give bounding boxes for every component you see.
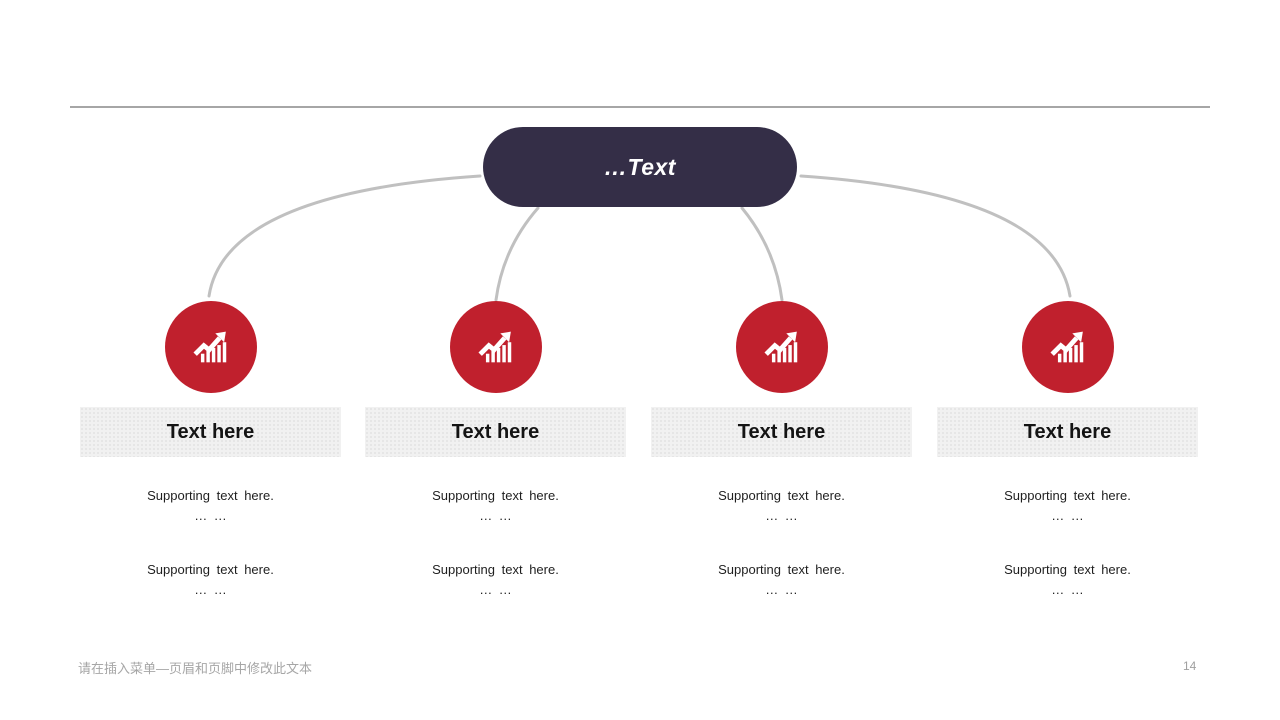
root-node-label: …Text bbox=[604, 153, 676, 180]
supporting-text-line: Supporting text here. bbox=[147, 562, 274, 577]
branch-title-box: Text here bbox=[937, 407, 1198, 457]
ellipsis-line: … … bbox=[194, 582, 227, 597]
ellipsis-line: … … bbox=[479, 582, 512, 597]
supporting-text-line: Supporting text here. bbox=[1004, 488, 1131, 503]
branch-title-box: Text here bbox=[80, 407, 341, 457]
branch-title: Text here bbox=[1023, 420, 1112, 443]
branch-column-4: Text here Supporting text here. … … Supp… bbox=[937, 301, 1198, 600]
trending-up-chart-icon bbox=[763, 331, 797, 363]
branch-title-box: Text here bbox=[651, 407, 912, 457]
branch-column-1: Text here Supporting text here. … … Supp… bbox=[80, 301, 341, 600]
ellipsis-line: … … bbox=[765, 582, 798, 597]
metric-node-4 bbox=[1021, 301, 1114, 393]
trending-up-chart-icon bbox=[192, 331, 226, 363]
supporting-text-block: Supporting text here. … … bbox=[937, 560, 1198, 600]
page-number: 14 bbox=[1183, 659, 1197, 673]
ellipsis-line: … … bbox=[479, 508, 512, 523]
connector-curve-2 bbox=[494, 206, 540, 302]
supporting-text-line: Supporting text here. bbox=[718, 562, 845, 577]
footer-text: 请在插入菜单—页眉和页脚中修改此文本 bbox=[78, 661, 313, 676]
ellipsis-line: … … bbox=[194, 508, 227, 523]
supporting-text-line: Supporting text here. bbox=[432, 488, 559, 503]
supporting-text-block: Supporting text here. … … bbox=[651, 560, 912, 600]
supporting-text-block: Supporting text here. … … bbox=[80, 486, 341, 526]
supporting-text-block: Supporting text here. … … bbox=[937, 486, 1198, 526]
ellipsis-line: … … bbox=[765, 508, 798, 523]
connector-curve-4 bbox=[799, 174, 1072, 298]
connector-curve-1 bbox=[207, 174, 482, 298]
supporting-text-block: Supporting text here. … … bbox=[365, 486, 626, 526]
connector-curve-3 bbox=[740, 206, 784, 302]
root-node: …Text bbox=[483, 127, 797, 207]
branch-title: Text here bbox=[737, 420, 826, 443]
supporting-text-line: Supporting text here. bbox=[718, 488, 845, 503]
ellipsis-line: … … bbox=[1051, 508, 1084, 523]
metric-node-1 bbox=[164, 301, 257, 393]
metric-node-3 bbox=[735, 301, 828, 393]
ellipsis-line: … … bbox=[1051, 582, 1084, 597]
trending-up-chart-icon bbox=[477, 331, 511, 363]
trending-up-chart-icon bbox=[1049, 331, 1083, 363]
supporting-text-line: Supporting text here. bbox=[432, 562, 559, 577]
branch-title: Text here bbox=[166, 420, 255, 443]
branch-title-box: Text here bbox=[365, 407, 626, 457]
supporting-text-block: Supporting text here. … … bbox=[80, 560, 341, 600]
metric-node-2 bbox=[449, 301, 542, 393]
branch-title: Text here bbox=[451, 420, 540, 443]
supporting-text-block: Supporting text here. … … bbox=[365, 560, 626, 600]
supporting-text-line: Supporting text here. bbox=[1004, 562, 1131, 577]
supporting-text-block: Supporting text here. … … bbox=[651, 486, 912, 526]
branch-column-2: Text here Supporting text here. … … Supp… bbox=[365, 301, 626, 600]
branch-column-3: Text here Supporting text here. … … Supp… bbox=[651, 301, 912, 600]
supporting-text-line: Supporting text here. bbox=[147, 488, 274, 503]
top-divider-line bbox=[70, 106, 1210, 108]
